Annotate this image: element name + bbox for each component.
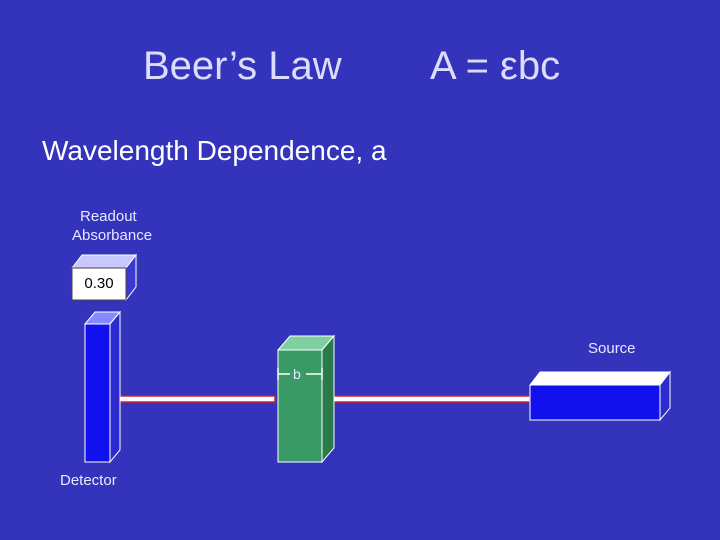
beer-law-equation: A = εbc xyxy=(430,44,561,88)
readout-label: Readout xyxy=(80,208,137,225)
slide-title: Beer’s Law xyxy=(143,44,342,88)
path-length-marker xyxy=(277,368,323,380)
slide-subtitle: Wavelength Dependence, a xyxy=(42,135,387,166)
readout-display xyxy=(70,253,138,302)
source-block xyxy=(528,370,672,422)
source-label: Source xyxy=(588,340,636,357)
path-length-label: b xyxy=(293,366,301,382)
absorbance-value: 0.30 xyxy=(84,275,114,292)
detector-label: Detector xyxy=(60,472,117,489)
sample-cell xyxy=(276,334,336,464)
detector-block xyxy=(83,310,122,464)
absorbance-label: Absorbance xyxy=(72,227,153,244)
